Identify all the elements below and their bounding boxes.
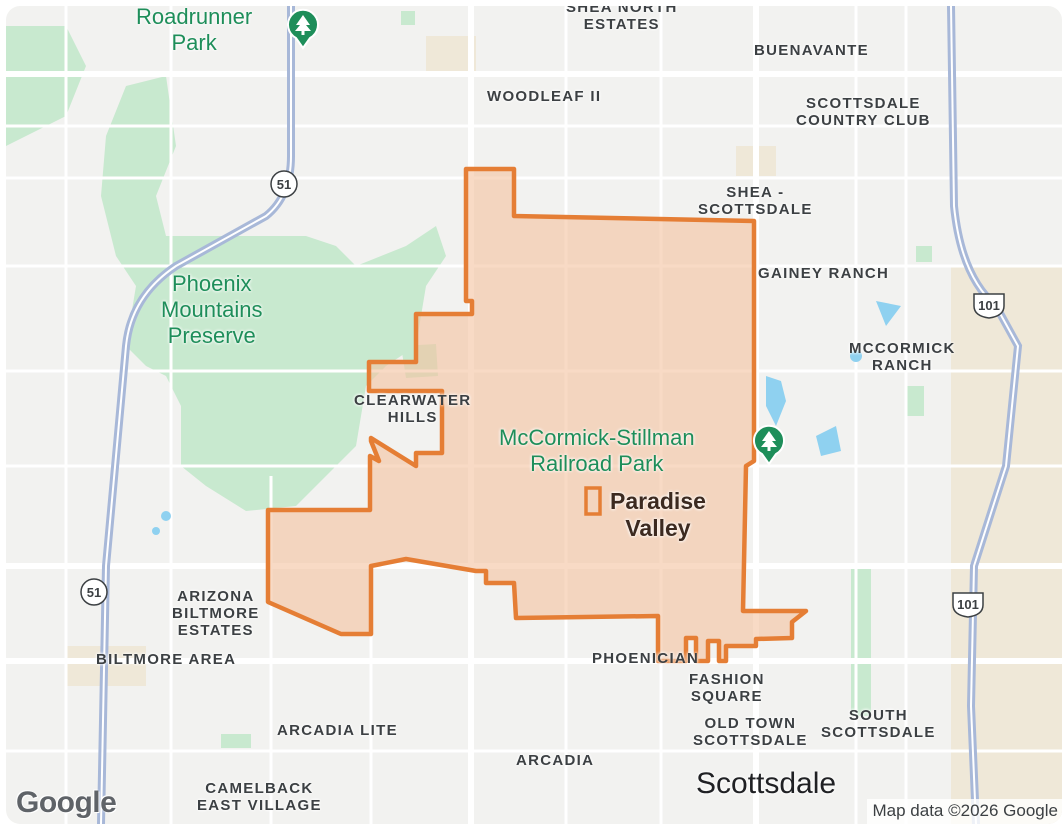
north-park-area [6,26,86,146]
google-logo[interactable]: Google [16,786,117,819]
paradise-valley-boundary [265,166,809,664]
route-shield-icon: 51 [79,577,109,607]
label-shea-scottsdale: SHEA -SCOTTSDALE [698,184,813,218]
label-scottsdale: Scottsdale [696,767,837,800]
shield-text: 101 [957,597,979,612]
paradise-valley-enclave [584,486,602,516]
small-park-3 [401,11,415,25]
small-park-1 [851,566,871,716]
label-arcadia: ARCADIA [516,752,595,769]
label-biltmore-area: BILTMORE AREA [96,651,237,668]
map-graphics [6,6,1062,824]
small-park-4 [221,734,251,748]
label-buenavante: BUENAVANTE [754,42,869,59]
water-features [152,301,901,535]
small-park-2 [906,386,924,416]
tree-pin-icon[interactable] [285,8,321,50]
route-shield-icon: 51 [269,169,299,199]
label-woodleaf-ii: WOODLEAF II [487,88,602,105]
label-phoenician: PHOENICIAN [592,650,700,667]
shield-text: 51 [277,177,291,192]
route-shield-icon: 101 [971,290,1007,320]
label-arcadia-lite: ARCADIA LITE [277,722,398,739]
small-park-5 [916,246,932,262]
map-attribution[interactable]: Map data ©2026 Google [866,799,1062,824]
phoenix-mountains-preserve-area [101,76,446,511]
shield-text: 101 [978,298,1000,313]
route-shield-icon: 101 [950,589,986,619]
shield-text: 51 [87,585,101,600]
label-gainey-ranch: GAINEY RANCH [758,265,890,282]
tree-pin-icon[interactable] [751,424,787,466]
loop101-highway-inner [950,6,1020,824]
